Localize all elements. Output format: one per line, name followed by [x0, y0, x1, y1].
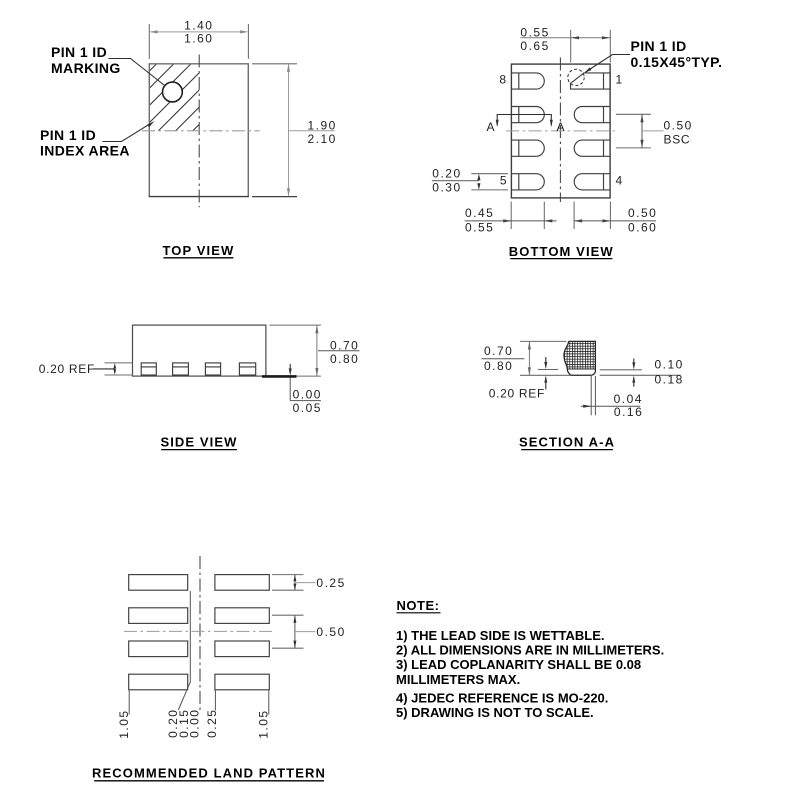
svg-text:0.30: 0.30: [432, 181, 461, 195]
svg-text:PIN 1 ID: PIN 1 ID: [631, 38, 687, 54]
svg-text:0.55: 0.55: [465, 221, 494, 235]
svg-text:1.40: 1.40: [184, 19, 213, 33]
svg-text:PIN 1 ID: PIN 1 ID: [40, 127, 96, 143]
svg-text:0.18: 0.18: [655, 373, 684, 387]
svg-text:0.05: 0.05: [293, 401, 322, 415]
svg-text:MILLIMETERS MAX.: MILLIMETERS MAX.: [396, 672, 520, 687]
svg-text:0.20 REF: 0.20 REF: [39, 362, 95, 376]
svg-text:1) THE LEAD SIDE IS WETTABLE.: 1) THE LEAD SIDE IS WETTABLE.: [396, 628, 605, 643]
svg-text:0.65: 0.65: [520, 39, 549, 53]
svg-text:0.04: 0.04: [614, 392, 643, 406]
svg-text:5) DRAWING IS NOT TO SCALE.: 5) DRAWING IS NOT TO SCALE.: [396, 705, 594, 720]
svg-text:0.50: 0.50: [316, 625, 345, 639]
svg-text:4: 4: [616, 173, 623, 187]
svg-text:0.20 REF: 0.20 REF: [489, 386, 545, 400]
svg-text:0.20: 0.20: [432, 166, 461, 180]
svg-text:NOTE:: NOTE:: [397, 598, 440, 613]
svg-text:0.10: 0.10: [655, 357, 684, 371]
svg-text:5: 5: [500, 173, 507, 187]
svg-text:2.10: 2.10: [308, 132, 337, 146]
svg-text:RECOMMENDED LAND PATTERN: RECOMMENDED LAND PATTERN: [92, 765, 326, 780]
svg-text:BOTTOM VIEW: BOTTOM VIEW: [509, 244, 614, 259]
svg-text:0.20: 0.20: [166, 709, 180, 738]
svg-text:0.70: 0.70: [484, 344, 513, 358]
svg-text:0.60: 0.60: [628, 221, 657, 235]
svg-text:0.25: 0.25: [205, 709, 219, 738]
svg-text:2) ALL DIMENSIONS ARE IN MILLI: 2) ALL DIMENSIONS ARE IN MILLIMETERS.: [396, 643, 664, 658]
svg-text:0.80: 0.80: [484, 359, 513, 373]
svg-text:1.90: 1.90: [308, 118, 337, 132]
svg-text:3) LEAD COPLANARITY SHALL BE 0: 3) LEAD COPLANARITY SHALL BE 0.08: [396, 657, 641, 672]
svg-text:0.45: 0.45: [465, 206, 494, 220]
svg-text:A: A: [557, 120, 565, 134]
svg-text:1: 1: [616, 73, 623, 87]
svg-text:0.15: 0.15: [177, 709, 191, 738]
svg-text:TOP VIEW: TOP VIEW: [162, 243, 234, 258]
svg-text:BSC: BSC: [664, 132, 691, 146]
svg-text:0.15X45°TYP.: 0.15X45°TYP.: [631, 54, 723, 70]
svg-text:8: 8: [499, 73, 506, 87]
svg-text:1.05: 1.05: [256, 709, 270, 738]
svg-text:0.50: 0.50: [664, 119, 693, 133]
svg-text:0.50: 0.50: [628, 206, 657, 220]
svg-text:PIN 1 ID: PIN 1 ID: [51, 44, 107, 60]
svg-text:0.00: 0.00: [293, 388, 322, 402]
svg-text:MARKING: MARKING: [51, 60, 121, 76]
svg-text:0.00: 0.00: [188, 709, 202, 738]
svg-text:INDEX AREA: INDEX AREA: [40, 143, 130, 159]
svg-text:SIDE VIEW: SIDE VIEW: [160, 434, 237, 449]
svg-text:0.55: 0.55: [520, 26, 549, 40]
svg-text:4) JEDEC REFERENCE IS MO-220.: 4) JEDEC REFERENCE IS MO-220.: [396, 691, 608, 706]
svg-text:0.80: 0.80: [330, 352, 359, 366]
svg-text:1.60: 1.60: [184, 32, 213, 46]
svg-text:A: A: [486, 120, 494, 134]
svg-text:0.70: 0.70: [330, 339, 359, 353]
svg-text:0.16: 0.16: [614, 405, 643, 419]
svg-text:0.25: 0.25: [316, 576, 345, 590]
svg-text:SECTION A-A: SECTION A-A: [519, 434, 615, 449]
svg-text:1.05: 1.05: [117, 709, 131, 738]
